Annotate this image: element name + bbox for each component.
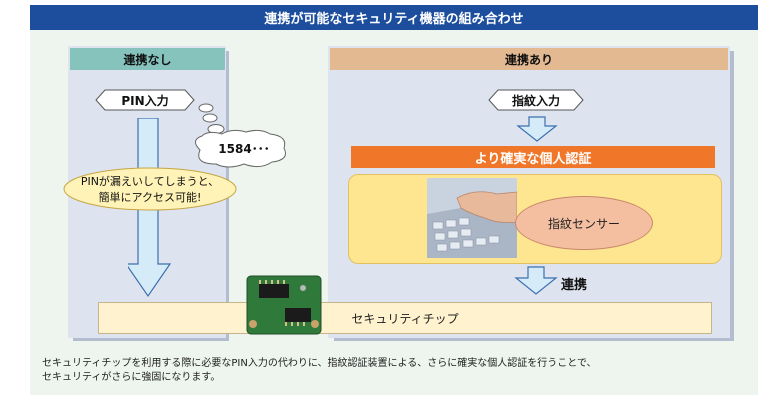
caption-line1: セキュリティチップを利用する際に必要なPIN入力の代わりに、指紋認証装置による、… — [42, 358, 597, 369]
security-chip-bar: セキュリティチップ — [98, 302, 712, 334]
fingerprint-input-label: 指紋入力 — [511, 93, 560, 108]
right-panel-header: 連携あり — [330, 48, 728, 70]
thought-bubble — [195, 103, 286, 168]
fingerprint-input-tag: 指紋入力 — [488, 89, 584, 111]
warning-text-line2: 簡単にアクセス可能! — [98, 191, 202, 204]
finger-down-arrow — [516, 116, 558, 142]
diagram-title: 連携が可能なセキュリティ機器の組み合わせ — [30, 5, 758, 30]
fingerprint-tag-shape — [488, 89, 584, 111]
fingerprint-sensor-photo — [427, 178, 517, 258]
auth-bar: より確実な個人認証 — [351, 146, 715, 168]
fingerprint-sensor-label: 指紋センサー — [515, 196, 653, 250]
keyboard-hand-illustration — [427, 178, 517, 258]
left-panel-header: 連携なし — [70, 48, 225, 70]
link-label: 連携 — [561, 278, 588, 293]
pin-input-label: PIN入力 — [121, 93, 169, 108]
warning-ellipse — [63, 167, 237, 211]
caption-line2: セキュリティがさらに強固になります。 — [42, 372, 221, 383]
link-down-arrow — [514, 266, 558, 295]
pin-digits-text: 1584･･･ — [218, 142, 270, 156]
pin-tag-shape — [95, 89, 195, 111]
warning-text-line1: PINが漏えいしてしまうと、 — [80, 175, 220, 188]
circuit-chip-illustration — [246, 275, 322, 335]
pin-input-tag: PIN入力 — [95, 89, 195, 111]
